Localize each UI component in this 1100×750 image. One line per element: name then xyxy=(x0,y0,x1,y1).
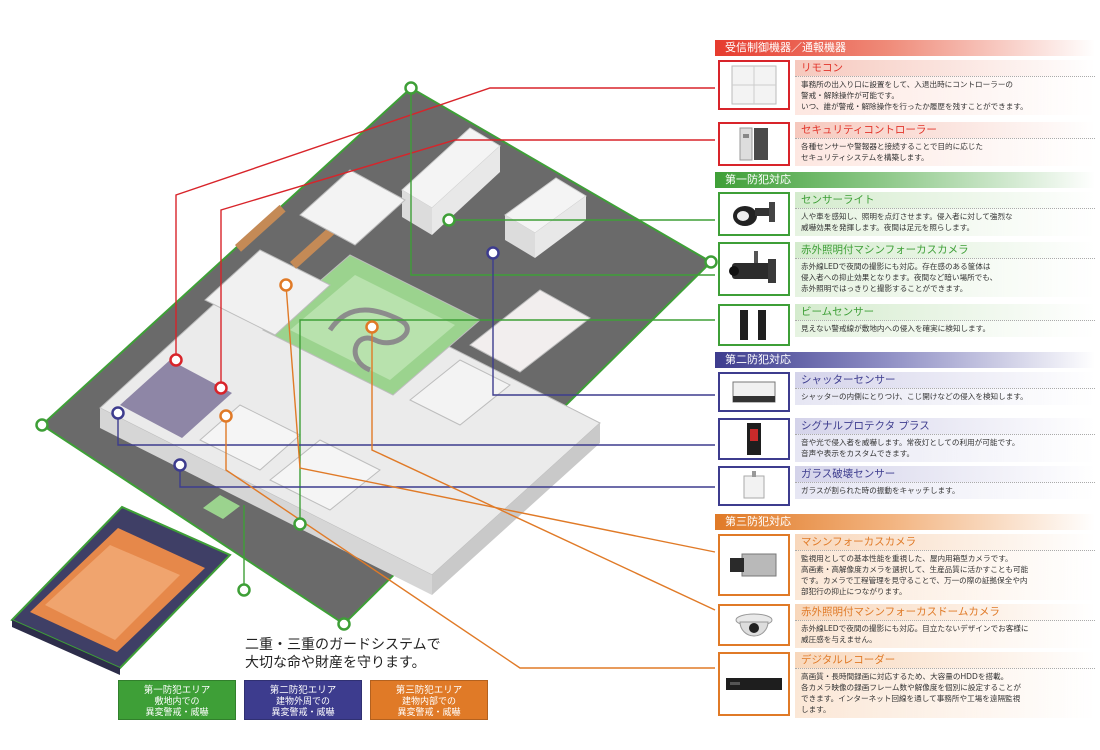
device-glass-sensor[interactable]: ガラス破壊センサー ガラスが割られた時の振動をキャッチします。 xyxy=(715,466,1095,508)
boundary-marker xyxy=(704,255,718,269)
dome-camera-icon xyxy=(718,604,790,646)
device-title: セキュリティコントローラー xyxy=(795,122,1095,138)
device-title: 赤外照明付マシンフォーカスカメラ xyxy=(795,242,1095,258)
category-second-header: 第二防犯対応 xyxy=(715,352,1095,368)
zone-first-legend: 第一防犯エリア敷地内での異変警戒・威嚇 xyxy=(118,680,236,720)
signal-protector-marker xyxy=(111,406,125,420)
connector-line-signal-protector xyxy=(117,413,715,446)
device-description: 赤外線LEDで夜間の撮影にも対応。存在感のある筐体は侵入者への抑止効果となります… xyxy=(795,258,1095,297)
device-title: ビームセンサー xyxy=(795,304,1095,320)
dome-camera-marker xyxy=(365,320,379,334)
beam-sensor-marker xyxy=(293,517,307,531)
device-title: シャッターセンサー xyxy=(795,372,1095,388)
device-description: ガラスが割られた時の振動をキャッチします。 xyxy=(795,482,1095,499)
connector-lines xyxy=(117,87,716,669)
controller-marker xyxy=(214,381,228,395)
device-title: 赤外照明付マシンフォーカスドームカメラ xyxy=(795,604,1095,620)
connector-line-shutter-sensor xyxy=(492,253,715,396)
device-shutter-sensor[interactable]: シャッターセンサー シャッターの内側にとりつけ、こじ開けなどの侵入を検知します。 xyxy=(715,372,1095,414)
inset-building-map xyxy=(10,505,232,675)
factory-building xyxy=(99,169,601,595)
box-camera-icon xyxy=(718,534,790,596)
box-camera-marker xyxy=(279,278,293,292)
device-title: センサーライト xyxy=(795,192,1095,208)
category-receiver-header: 受信制御機器／通報機器 xyxy=(715,40,1095,56)
device-dome-camera[interactable]: 赤外照明付マシンフォーカスドームカメラ 赤外線LEDで夜間の撮影にも対応。目立た… xyxy=(715,604,1095,648)
device-controller[interactable]: セキュリティコントローラー 各種センサーや警報器と接続することで目的に応じたセキ… xyxy=(715,122,1095,168)
device-ir-camera[interactable]: 赤外照明付マシンフォーカスカメラ 赤外線LEDで夜間の撮影にも対応。存在感のある… xyxy=(715,242,1095,298)
connector-line-remote xyxy=(175,87,715,360)
device-description: 事務所の出入り口に設置をして、入退出時にコントローラーの警戒・解除操作が可能です… xyxy=(795,76,1095,115)
shutter-sensor-icon xyxy=(718,372,790,412)
device-recorder[interactable]: デジタルレコーダー 高画質・長時間録画に対応するため、大容量のHDDを搭載。各カ… xyxy=(715,652,1095,718)
remote-marker xyxy=(169,353,183,367)
device-title: マシンフォーカスカメラ xyxy=(795,534,1095,550)
shutter-sensor-marker xyxy=(486,246,500,260)
sensor-light-marker xyxy=(442,213,456,227)
zone-second-legend: 第二防犯エリア建物外周での異変警戒・威嚇 xyxy=(244,680,362,720)
device-signal-protector[interactable]: シグナルプロテクタ プラス 音や光で侵入者を威嚇します。常夜灯としての利用が可能… xyxy=(715,418,1095,462)
device-description: 各種センサーや警報器と接続することで目的に応じたセキュリティシステムを構築します… xyxy=(795,138,1095,166)
device-sensor-light[interactable]: センサーライト 人や車を感知し、照明を点灯させます。侵入者に対して強烈な威嚇効果… xyxy=(715,192,1095,238)
tagline: 二重・三重のガードシステムで大切な命や財産を守ります。 xyxy=(245,637,441,671)
boundary-marker xyxy=(404,81,418,95)
device-beam-sensor[interactable]: ビームセンサー 見えない警戒線が敷地内への侵入を確実に検知します。 xyxy=(715,304,1095,348)
sensor-light-icon xyxy=(718,192,790,236)
connector-line-recorder xyxy=(225,416,715,669)
connector-line-box-camera xyxy=(285,284,716,553)
device-description: 高画質・長時間録画に対応するため、大容量のHDDを搭載。各カメラ映像の録画フレー… xyxy=(795,668,1095,718)
device-title: デジタルレコーダー xyxy=(795,652,1095,668)
connector-line-ir-camera xyxy=(410,88,715,276)
glass-sensor-marker xyxy=(173,458,187,472)
signal-protector-icon xyxy=(718,418,790,460)
digital-recorder-icon xyxy=(718,652,790,716)
remote-control-panel-icon xyxy=(718,60,790,110)
entrance-marker xyxy=(237,583,251,597)
boundary-marker xyxy=(35,418,49,432)
category-third-header: 第三防犯対応 xyxy=(715,514,1095,530)
category-first-header: 第一防犯対応 xyxy=(715,172,1095,188)
device-title: シグナルプロテクタ プラス xyxy=(795,418,1095,434)
device-markers xyxy=(35,81,718,631)
bullet-camera-icon xyxy=(718,242,790,296)
device-description: 監視用としての基本性能を重視した、屋内用箱型カメラです。高画素・高解像度カメラを… xyxy=(795,550,1095,600)
device-description: 赤外線LEDで夜間の撮影にも対応。目立たないデザインでお客様に威圧感を与えません… xyxy=(795,620,1095,648)
security-controller-icon xyxy=(718,122,790,166)
device-title: ガラス破壊センサー xyxy=(795,466,1095,482)
zone-third-legend: 第三防犯エリア建物内部での異変警戒・威嚇 xyxy=(370,680,488,720)
boundary-marker xyxy=(337,617,351,631)
device-box-camera[interactable]: マシンフォーカスカメラ 監視用としての基本性能を重視した、屋内用箱型カメラです。… xyxy=(715,534,1095,600)
glass-break-sensor-icon xyxy=(718,466,790,506)
device-description: 音や光で侵入者を威嚇します。常夜灯としての利用が可能です。音声や表示をカスタムで… xyxy=(795,434,1095,462)
device-description: 見えない警戒線が敷地内への侵入を確実に検知します。 xyxy=(795,320,1095,337)
device-title: リモコン xyxy=(795,60,1095,76)
connector-line-controller xyxy=(220,139,715,388)
device-remote[interactable]: リモコン 事務所の出入り口に設置をして、入退出時にコントローラーの警戒・解除操作… xyxy=(715,60,1095,116)
connector-line-dome-camera xyxy=(371,327,716,611)
recorder-marker xyxy=(219,409,233,423)
connector-line-glass-sensor xyxy=(179,465,715,488)
device-description: 人や車を感知し、照明を点灯させます。侵入者に対して強烈な威嚇効果を発揮します。夜… xyxy=(795,208,1095,236)
beam-sensor-icon xyxy=(718,304,790,346)
truck-2 xyxy=(504,177,587,258)
truck-1 xyxy=(401,127,501,235)
connector-line-beam-sensor xyxy=(299,319,715,524)
device-description: シャッターの内側にとりつけ、こじ開けなどの侵入を検知します。 xyxy=(795,388,1095,405)
